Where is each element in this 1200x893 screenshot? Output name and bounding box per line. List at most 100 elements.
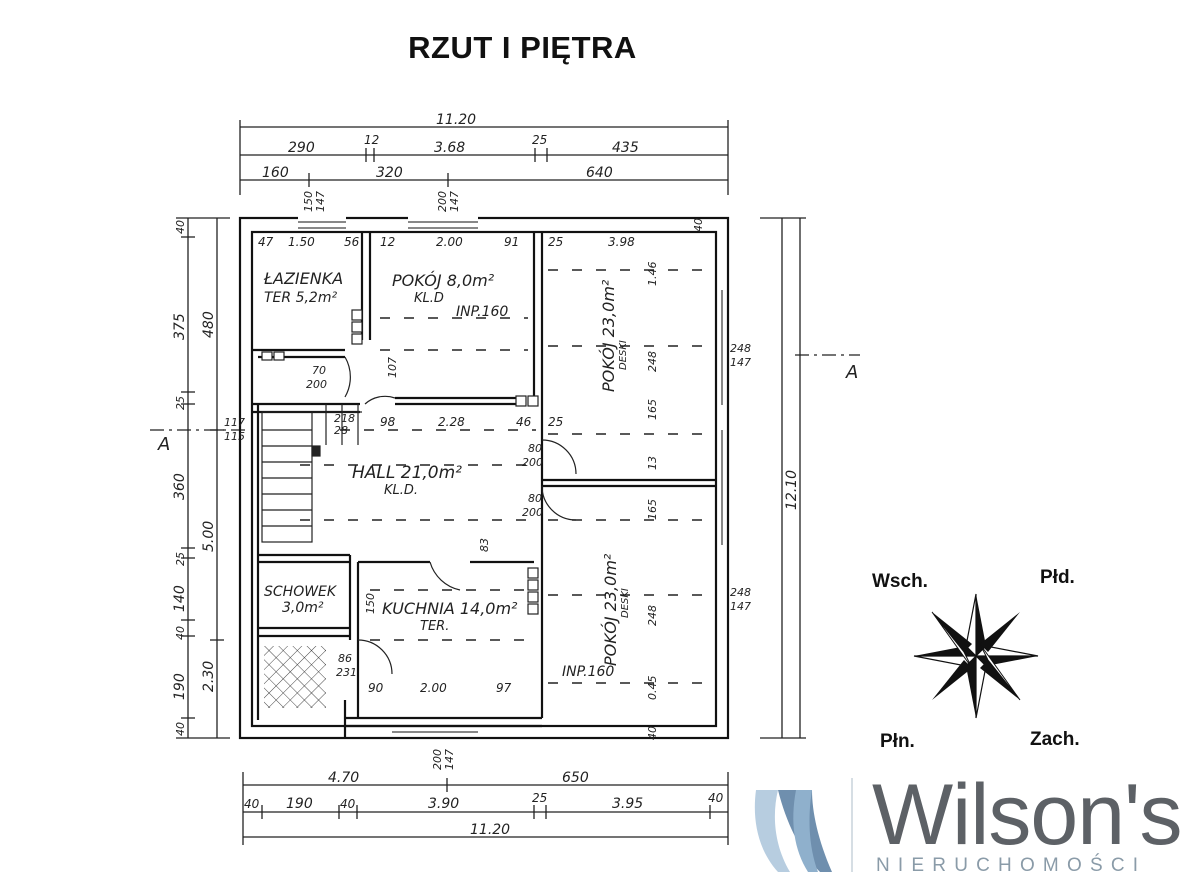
dim-top-row3-1: 160	[262, 165, 289, 181]
dim-hall-3: 46	[516, 415, 532, 429]
dim-left-inner-3: 2.30	[201, 661, 217, 692]
dim-top-row2-3: 3.68	[434, 140, 465, 156]
compass-label-pln: Płn.	[880, 731, 915, 752]
dim-kitchen-3: 97	[496, 681, 512, 695]
dim-bottom-row2-6: 3.95	[612, 796, 643, 812]
section-mark-right: A	[845, 362, 858, 383]
logo-wordmark: Wilson's	[872, 767, 1182, 863]
dim-bottom-row2-3: 40	[340, 797, 356, 811]
dim-inner-top-right-3: 40	[692, 218, 705, 232]
door-swings	[344, 356, 577, 675]
dim-top-row2-4: 25	[532, 133, 547, 147]
dim-left-3: 360	[172, 473, 188, 500]
room-hall-detail: KL.D.	[384, 483, 418, 498]
compass-rose-icon	[913, 593, 1039, 719]
dim-inner-top-1: 47	[258, 235, 274, 249]
dim-misc-11: 40	[646, 726, 659, 740]
room-kitchen-name: KUCHNIA 14,0m²	[382, 599, 518, 618]
staircase	[261, 404, 362, 543]
dim-inner-top-2: 1.50	[288, 235, 315, 249]
dim-misc-10: 0.45	[646, 676, 659, 701]
dim-left-6: 40	[174, 626, 187, 640]
dim-inner-top-5: 2.00	[436, 235, 463, 249]
dim-door-c: 80	[528, 492, 542, 505]
dim-window-top-mid-b: 147	[448, 191, 461, 212]
dim-misc-14: 218	[334, 412, 355, 425]
dim-window-top-mid-a: 200	[436, 191, 449, 212]
dim-top-total: 11.20	[436, 112, 476, 128]
dim-left-8: 40	[174, 722, 187, 736]
dim-misc-9: 1.46	[646, 262, 659, 287]
dim-misc-7: 248	[646, 351, 659, 372]
chimney-blocks	[261, 309, 539, 615]
dim-bottom-row2-4: 3.90	[428, 796, 459, 812]
dim-door-f: 200	[306, 378, 327, 391]
dim-bottom-row1-1: 4.70	[328, 770, 359, 786]
room-2-detail: DESKI	[618, 340, 629, 370]
logo-subtitle: NIERUCHOMOŚCI	[876, 855, 1147, 876]
dim-window-bottom-a: 200	[431, 749, 444, 770]
dim-left-7: 190	[172, 673, 188, 700]
wilsons-logo-mark-icon	[754, 778, 853, 872]
room-hall-name: HALL 21,0m²	[352, 463, 462, 483]
dim-window-right-lower-b: 147	[730, 600, 751, 613]
dimension-labels: 11.20 290 12 3.68 25 435 160 320 640 4.7…	[172, 112, 800, 838]
dim-door-d: 200	[522, 506, 543, 519]
dim-hall-4: 25	[548, 415, 563, 429]
dim-left-inner-2: 5.00	[201, 521, 217, 552]
compass-label-wsch: Wsch.	[872, 571, 928, 592]
room-storage-detail: 3,0m²	[282, 600, 324, 616]
compass-label-zach: Zach.	[1030, 729, 1080, 750]
dim-door-b: 200	[522, 456, 543, 469]
page-title: RZUT I PIĘTRA	[408, 30, 637, 65]
dim-window-right-lower-a: 248	[730, 586, 751, 599]
room-1-extra: INP.160	[456, 304, 508, 320]
dim-bottom-row2-7: 40	[708, 791, 724, 805]
dim-left-4: 25	[174, 552, 187, 566]
dim-misc-3: 150	[364, 593, 377, 614]
dim-right-total: 12.10	[784, 470, 800, 510]
dim-inner-top-3: 56	[344, 235, 360, 249]
dim-misc-1: 107	[386, 357, 399, 378]
room-bathroom-name: ŁAZIENKA	[263, 269, 343, 288]
dim-misc-2: 83	[478, 538, 491, 552]
dim-misc-4: 13	[646, 456, 659, 470]
dim-top-row2-5: 435	[612, 140, 639, 156]
dim-bottom-row2-1: 40	[244, 797, 260, 811]
dim-misc-17: 231	[336, 666, 357, 679]
dim-top-row3-3: 640	[586, 165, 613, 181]
walls	[238, 216, 730, 740]
dim-bottom-total: 11.20	[470, 822, 510, 838]
room-bathroom-detail: TER 5,2m²	[264, 290, 337, 306]
dimension-lines	[150, 120, 860, 845]
room-labels: ŁAZIENKA TER 5,2m² POKÓJ 8,0m² KL.D INP.…	[263, 269, 631, 680]
dim-left-1: 375	[172, 313, 188, 340]
dim-window-bottom-b: 147	[443, 749, 456, 770]
section-marks: A A	[157, 362, 858, 455]
dim-hall-2: 2.28	[438, 415, 465, 429]
dim-inner-top-right-1: 25	[548, 235, 563, 249]
room-3-name: POKÓJ 23,0m²	[601, 553, 620, 666]
dim-misc-13: 115	[224, 430, 245, 443]
dim-door-a: 80	[528, 442, 542, 455]
dim-top-row3-2: 320	[376, 165, 403, 181]
dim-window-top-left-b: 147	[314, 191, 327, 212]
dim-left-inner-1: 480	[201, 311, 217, 338]
dim-top-row2-2: 12	[364, 133, 379, 147]
dim-window-right-upper-a: 248	[730, 342, 751, 355]
balcony-hatch	[264, 646, 326, 708]
dim-window-right-upper-b: 147	[730, 356, 751, 369]
dim-bottom-row1-2: 650	[562, 770, 589, 786]
room-kitchen-detail: TER.	[420, 619, 449, 634]
dim-left-top: 40	[174, 220, 187, 234]
dim-inner-top-6: 91	[504, 235, 519, 249]
dim-inner-top-4: 12	[380, 235, 395, 249]
room-3-extra: INP.160	[562, 664, 614, 680]
dim-top-row2-1: 290	[288, 140, 315, 156]
compass-label-pld: Płd.	[1040, 567, 1075, 588]
dim-misc-16: 86	[338, 652, 352, 665]
dim-inner-top-right-2: 3.98	[608, 235, 635, 249]
dim-bottom-row2-5: 25	[532, 791, 547, 805]
dim-misc-15: 28	[334, 424, 348, 437]
